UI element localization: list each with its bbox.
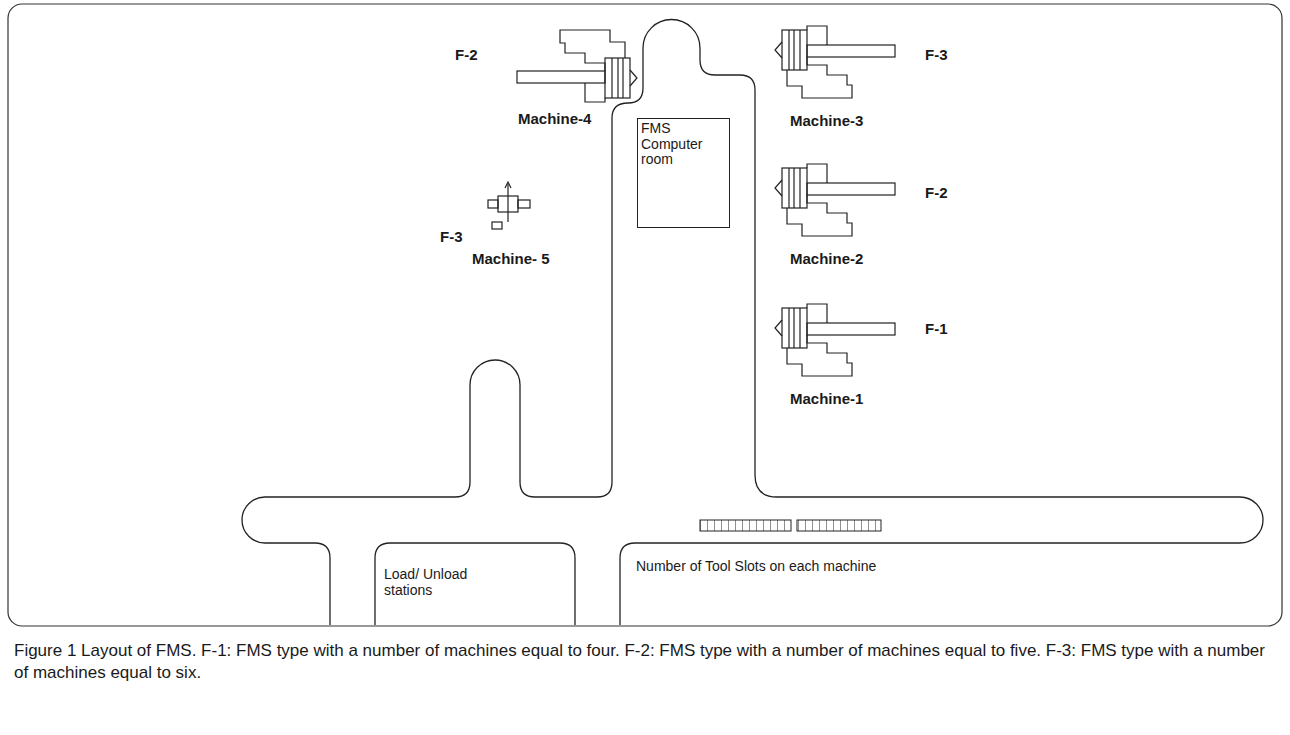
fms-type: F-3	[440, 228, 463, 245]
machine-name: Machine-4	[518, 110, 591, 127]
fms-type: F-2	[455, 46, 478, 63]
fms-type: F-2	[925, 184, 948, 201]
machine-name: Machine- 5	[472, 250, 550, 267]
machine-4-symbol	[517, 30, 637, 102]
machine-name: Machine-3	[790, 112, 863, 129]
fms-type: F-3	[925, 46, 948, 63]
machine-5-symbol	[488, 182, 530, 229]
machine-name: Machine-2	[790, 250, 863, 267]
note-label: Number of Tool Slots on each machine	[636, 558, 876, 574]
station-label: Load/ Unload stations	[384, 566, 494, 598]
tool-slot-strip	[700, 520, 881, 531]
room-box: FMS Computer room	[637, 118, 730, 228]
machine-2-symbol	[775, 164, 895, 236]
fms-type: F-1	[925, 320, 948, 337]
machine-name: Machine-1	[790, 390, 863, 407]
machine-3-symbol	[775, 26, 895, 98]
station-divider	[375, 543, 575, 625]
room-label: FMS Computer room	[641, 121, 726, 168]
frame	[8, 4, 1282, 626]
corridor	[242, 20, 1263, 626]
machine-1-symbol	[775, 304, 895, 376]
figure-caption: Figure 1 Layout of FMS. F-1: FMS type wi…	[14, 640, 1276, 684]
